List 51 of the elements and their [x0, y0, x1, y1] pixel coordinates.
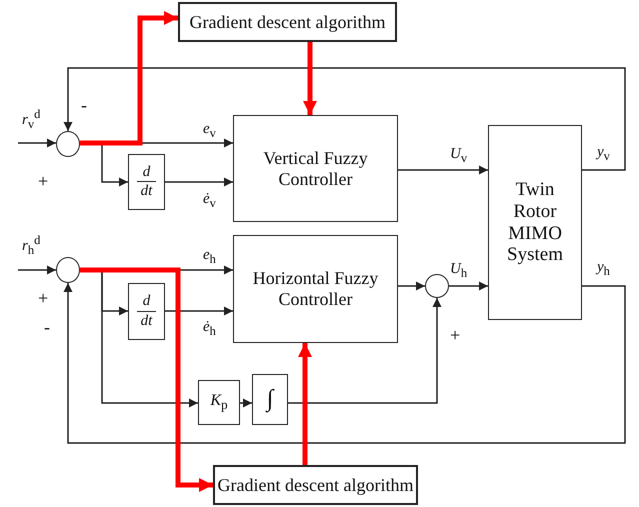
signal-arrow [240, 398, 252, 408]
signal-arrow [18, 138, 56, 148]
signal-label: U$_{v}$ [450, 147, 468, 164]
sign-label: + [38, 172, 48, 190]
signal-arrow [288, 298, 442, 404]
signal-arrow [165, 306, 233, 316]
signal-label: y$_{h}$ [597, 260, 610, 278]
signal-arrow [165, 178, 233, 186]
numerator: d [142, 164, 152, 181]
adaptation-arrow [298, 343, 312, 465]
block-box [128, 283, 165, 340]
block-label: Vertical Fuzzy Controller [262, 148, 369, 190]
signal-label: ė$_{v}$ [203, 192, 216, 210]
block-box [213, 465, 418, 505]
adaptation-arrow [80, 11, 178, 146]
signal-arrow [449, 282, 488, 290]
block-box [178, 2, 397, 42]
signal-arrow [64, 283, 626, 444]
block-box [252, 374, 288, 425]
block-box [233, 235, 398, 343]
block-box [233, 115, 398, 222]
signal-arrow [18, 266, 56, 274]
sign-label: - [44, 318, 50, 336]
denominator: dt [136, 310, 156, 330]
signal-arrow [398, 166, 488, 174]
summing-junction [425, 274, 449, 298]
sign-label: + [450, 326, 460, 344]
block-box [128, 154, 165, 210]
summing-junction [56, 257, 80, 283]
block-label: Gradient descent algorithm [216, 474, 414, 496]
signal-label: e$_{v}$ [203, 122, 216, 140]
block-label: K$_{p}$ [209, 392, 229, 413]
signal-label: y$_{v}$ [597, 145, 610, 162]
block-label: Horizontal Fuzzy Controller [252, 268, 380, 310]
numerator: d [142, 293, 152, 310]
signal-label: e$_{h}$ [203, 248, 216, 266]
block-box [198, 380, 240, 425]
signal-label: ė$_{h}$ [203, 320, 216, 338]
denominator: dt [136, 181, 156, 200]
summing-junction [56, 131, 80, 157]
block-box [488, 125, 582, 320]
signal-arrow [398, 282, 425, 290]
adaptation-arrow [303, 42, 317, 115]
block-label: Gradient descent algorithm [188, 12, 386, 32]
signal-arrow [64, 67, 626, 171]
sign-label: + [38, 289, 48, 307]
block-label: Twin Rotor MIMO System [506, 178, 564, 266]
sign-label: - [81, 96, 87, 114]
signal-label: U$_{h}$ [450, 262, 468, 280]
adaptation-arrow [80, 268, 213, 492]
block-label: ∫ [264, 386, 276, 414]
